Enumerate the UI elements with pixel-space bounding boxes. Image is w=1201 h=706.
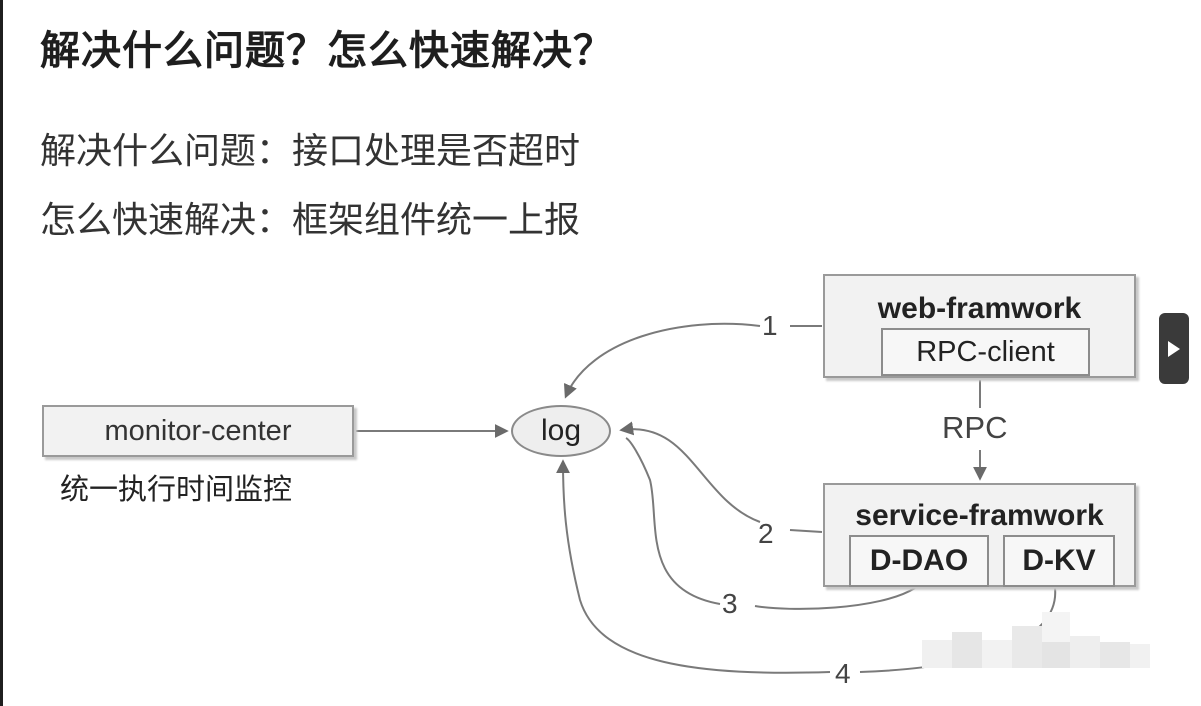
solution-line: 怎么快速解决：框架组件统一上报 (40, 200, 581, 241)
service-framework-label: service-framwork (855, 499, 1104, 532)
edge-label-1: 1 (762, 310, 778, 341)
monitor-center-label: monitor-center (104, 414, 292, 447)
d-kv-label: D-KV (1022, 544, 1096, 577)
next-slide-button[interactable] (1159, 313, 1189, 384)
question-line: 解决什么问题：接口处理是否超时 (40, 131, 581, 172)
rpc-client-node: RPC-client (881, 328, 1090, 376)
log-node: log (511, 405, 611, 457)
page-title: 解决什么问题？怎么快速解决？ (40, 28, 614, 74)
play-triangle-icon (1168, 340, 1180, 357)
edge-2b (619, 421, 761, 523)
log-label: log (540, 414, 582, 447)
mosaic-watermark (922, 612, 1150, 682)
edge-label-2: 2 (758, 518, 774, 549)
d-dao-label: D-DAO (869, 544, 969, 577)
edge-3b (625, 437, 721, 605)
monitor-center-node: monitor-center (42, 405, 354, 457)
edge-2 (789, 529, 823, 533)
rpc-edge-label: RPC (942, 410, 1008, 445)
web-framework-label: web-framwork (877, 292, 1082, 325)
rpc-client-label: RPC-client (916, 335, 1055, 368)
d-kv-node: D-KV (1003, 535, 1115, 587)
edge-label-3: 3 (722, 588, 738, 619)
edge-3 (754, 587, 916, 610)
edge-4b (556, 459, 831, 674)
monitor-caption: 统一执行时间监控 (60, 472, 293, 506)
d-dao-node: D-DAO (849, 535, 989, 587)
service-framework-node: service-framwork D-DAO D-KV (823, 483, 1136, 587)
edge-1b (563, 322, 761, 399)
left-border (0, 0, 3, 706)
edge-label-4: 4 (835, 658, 851, 689)
web-framework-node: web-framwork RPC-client (823, 274, 1136, 378)
